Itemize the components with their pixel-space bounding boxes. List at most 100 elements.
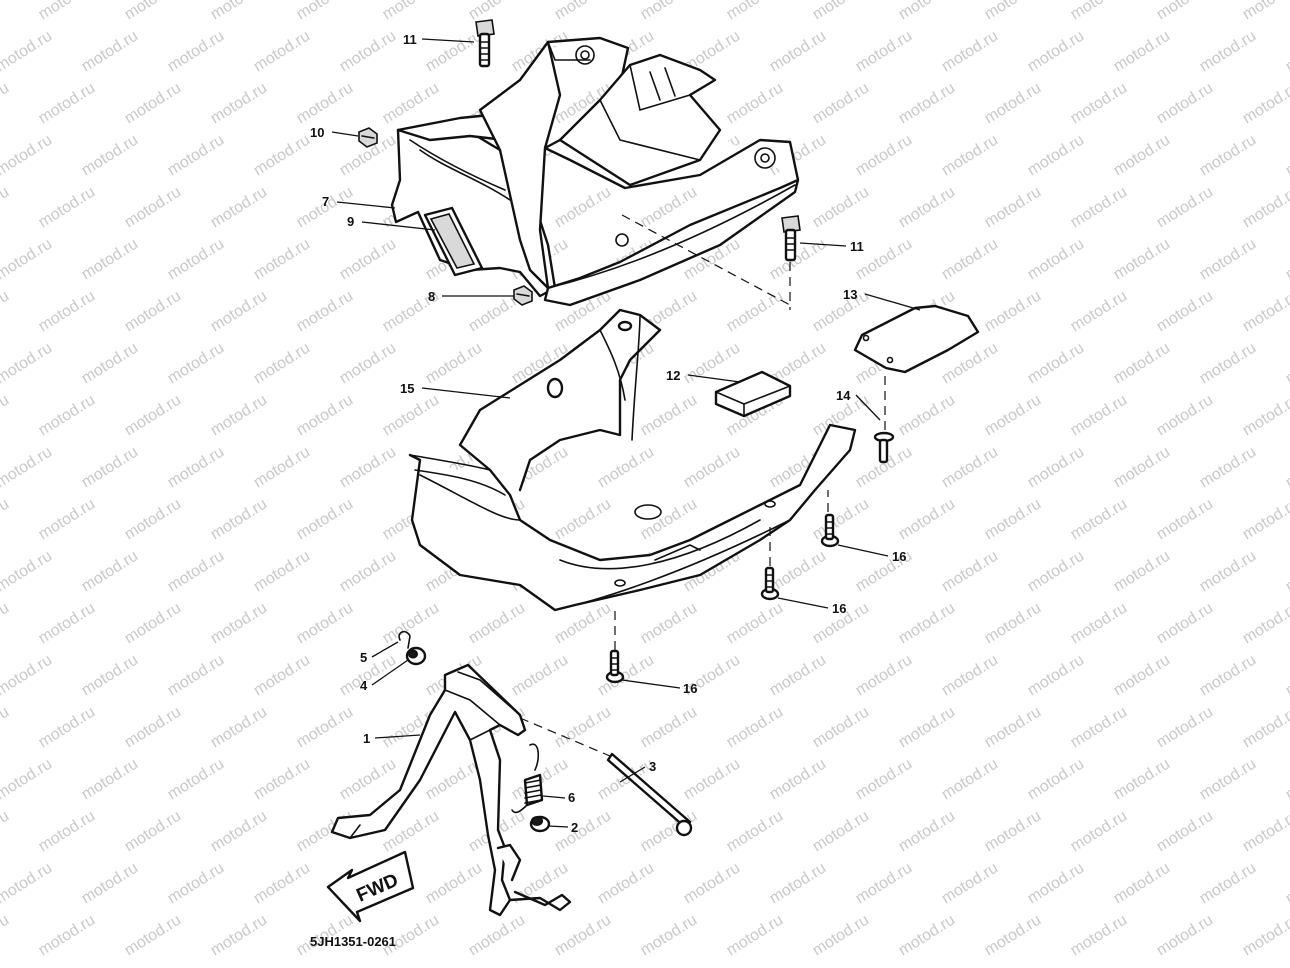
clip-part-5[interactable] <box>398 630 411 649</box>
watermark-text: motod.ru <box>1111 860 1174 908</box>
watermark-text: motod.ru <box>724 912 787 960</box>
upper-footboard[interactable] <box>478 36 800 307</box>
fwd-direction-arrow: FWD <box>326 850 415 923</box>
watermark-text: motod.ru <box>939 28 1002 76</box>
watermark-text: motod.ru <box>767 236 830 284</box>
screw-part-16-right[interactable] <box>820 513 840 548</box>
watermark-text: motod.ru <box>810 0 873 23</box>
watermark-text: motod.ru <box>1197 860 1260 908</box>
watermark-text: motod.ru <box>853 756 916 804</box>
bolt-part-11-upper[interactable] <box>475 19 495 68</box>
watermark-text: motod.ru <box>939 444 1002 492</box>
watermark-text: motod.ru <box>638 704 701 752</box>
watermark-text: motod.ru <box>1111 340 1174 388</box>
bolt-part-11-right[interactable] <box>781 215 801 262</box>
watermark-text: motod.ru <box>36 0 99 23</box>
watermark-text: motod.ru <box>0 392 12 440</box>
watermark-text: motod.ru <box>1154 0 1217 23</box>
watermark-text: motod.ru <box>552 184 615 232</box>
watermark-text: motod.ru <box>251 548 314 596</box>
inner-cover-part-7[interactable] <box>390 113 557 298</box>
watermark-text: motod.ru <box>122 496 185 544</box>
nut-part-8[interactable] <box>513 285 533 306</box>
watermark-text: motod.ru <box>896 80 959 128</box>
watermark-text: motod.ru <box>380 80 443 128</box>
watermark-text: motod.ru <box>1111 548 1174 596</box>
watermark-text: motod.ru <box>767 28 830 76</box>
watermark-text: motod.ru <box>853 132 916 180</box>
watermark-text: motod.ru <box>251 756 314 804</box>
watermark-text: motod.ru <box>466 912 529 960</box>
main-stand-part-1[interactable] <box>330 663 572 917</box>
watermark-text: motod.ru <box>1197 236 1260 284</box>
watermark-text: motod.ru <box>1283 28 1290 76</box>
watermark-text: motod.ru <box>122 808 185 856</box>
watermark-text: motod.ru <box>294 288 357 336</box>
watermark-text: motod.ru <box>0 600 12 648</box>
screw-part-16-lower[interactable] <box>605 649 625 684</box>
plate-part-13[interactable] <box>853 304 980 374</box>
watermark-text: motod.ru <box>724 0 787 23</box>
washer-part-4[interactable] <box>405 646 427 666</box>
watermark-text: motod.ru <box>251 340 314 388</box>
watermark-text: motod.ru <box>1111 132 1174 180</box>
watermark-text: motod.ru <box>251 132 314 180</box>
watermark-text: motod.ru <box>767 548 830 596</box>
watermark-text: motod.ru <box>1154 600 1217 648</box>
watermark-text: motod.ru <box>423 860 486 908</box>
watermark-text: motod.ru <box>638 912 701 960</box>
watermark-text: motod.ru <box>939 236 1002 284</box>
pad-part-12[interactable] <box>714 370 792 418</box>
watermark-text: motod.ru <box>1240 808 1290 856</box>
watermark-text: motod.ru <box>0 80 12 128</box>
watermark-text: motod.ru <box>208 704 271 752</box>
watermark-text: motod.ru <box>638 600 701 648</box>
callout-4: 4 <box>360 678 368 693</box>
watermark-text: motod.ru <box>1240 80 1290 128</box>
watermark-text: motod.ru <box>0 652 55 700</box>
watermark-text: motod.ru <box>165 28 228 76</box>
watermark-text: motod.ru <box>251 28 314 76</box>
watermark-text: motod.ru <box>1068 80 1131 128</box>
spring-part-6[interactable] <box>511 743 544 814</box>
watermark-text: motod.ru <box>380 0 443 23</box>
watermark-text: motod.ru <box>165 236 228 284</box>
watermark-text: motod.ru <box>36 912 99 960</box>
leader-lines <box>331 38 921 828</box>
watermark-text: motod.ru <box>1111 444 1174 492</box>
watermark-text: motod.ru <box>552 912 615 960</box>
watermark-text: motod.ru <box>1068 808 1131 856</box>
collar-part-2[interactable] <box>529 815 551 833</box>
emblem-part-9[interactable] <box>423 206 484 277</box>
watermark-text: motod.ru <box>1240 496 1290 544</box>
watermark-text: motod.ru <box>982 600 1045 648</box>
screw-part-16-middle[interactable] <box>760 566 780 601</box>
watermark-text: motod.ru <box>251 236 314 284</box>
watermark-text: motod.ru <box>79 236 142 284</box>
nut-part-10[interactable] <box>358 127 378 148</box>
watermark-text: motod.ru <box>1068 496 1131 544</box>
watermark-text: motod.ru <box>1154 704 1217 752</box>
lower-footboard-part-15[interactable] <box>408 308 857 612</box>
callout-9: 9 <box>347 214 354 229</box>
watermark-text: motod.ru <box>1025 236 1088 284</box>
shaft-part-3[interactable] <box>606 752 693 837</box>
watermark-text: motod.ru <box>552 496 615 544</box>
watermark-text: motod.ru <box>1025 28 1088 76</box>
watermark-text: motod.ru <box>79 860 142 908</box>
watermark-text: motod.ru <box>337 444 400 492</box>
watermark-text: motod.ru <box>810 912 873 960</box>
watermark-text: motod.ru <box>165 652 228 700</box>
screw-part-14[interactable] <box>873 431 895 464</box>
watermark-text: motod.ru <box>1240 912 1290 960</box>
watermark-text: motod.ru <box>1240 600 1290 648</box>
watermark-text: motod.ru <box>208 184 271 232</box>
watermark-text: motod.ru <box>165 444 228 492</box>
watermark-text: motod.ru <box>1025 548 1088 596</box>
watermark-text: motod.ru <box>79 652 142 700</box>
watermark-text: motod.ru <box>0 28 55 76</box>
watermark-text: motod.ru <box>1154 184 1217 232</box>
watermark-text: motod.ru <box>1154 808 1217 856</box>
watermark-text: motod.ru <box>1068 392 1131 440</box>
watermark-text: motod.ru <box>724 808 787 856</box>
